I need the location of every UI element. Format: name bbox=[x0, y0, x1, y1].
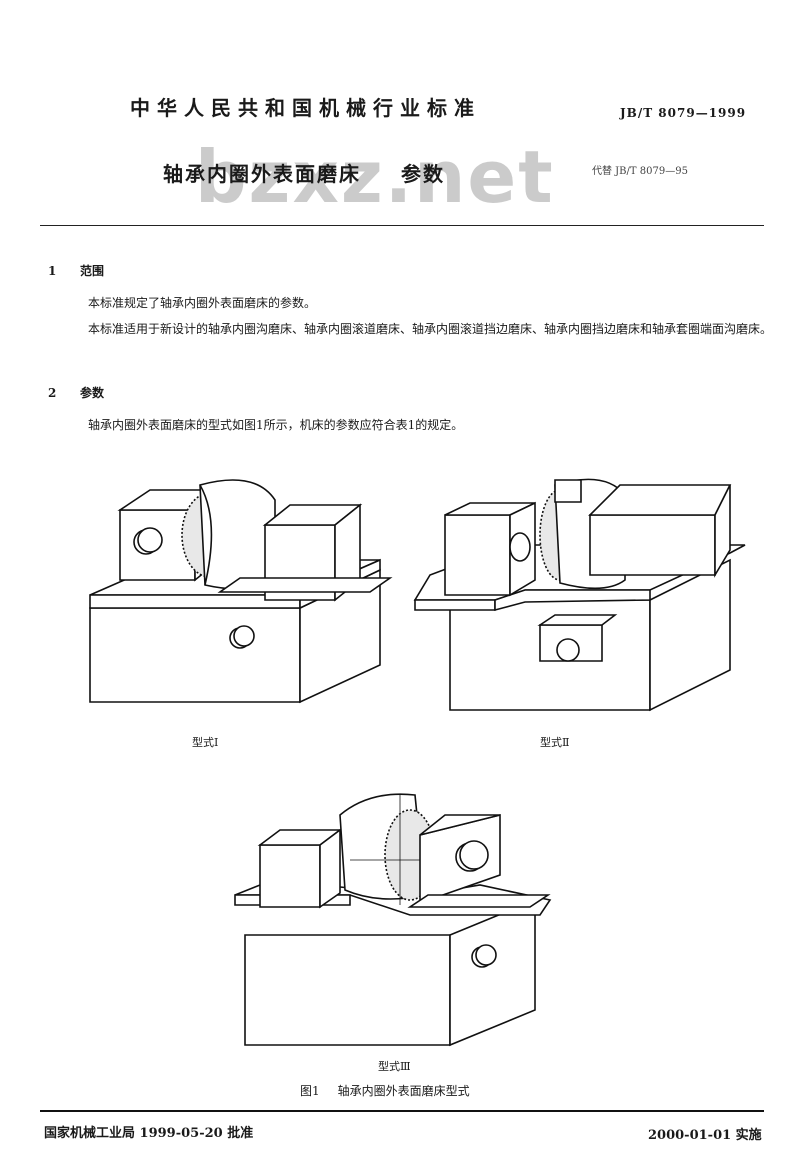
figure-title-text: 轴承内圈外表面磨床型式 bbox=[337, 1084, 470, 1098]
figure-label: 图1 bbox=[300, 1084, 320, 1098]
footer-rule bbox=[40, 1110, 764, 1112]
section-2-heading: 2 参数 bbox=[48, 384, 104, 401]
effective-date: 2000-01-01 实施 bbox=[648, 1128, 762, 1143]
figure-caption-type-1: 型式Ⅰ bbox=[192, 736, 219, 749]
section-2-paragraph-1: 轴承内圈外表面磨床的型式如图1所示，机床的参数应符合表1的规定。 bbox=[88, 418, 464, 432]
section-number: 1 bbox=[48, 264, 57, 278]
section-1-heading: 1 范围 bbox=[48, 262, 104, 279]
document-title: 轴承内圈外表面磨床 参数 bbox=[163, 158, 445, 187]
approval-note: 国家机械工业局 1999-05-20 批准 bbox=[44, 1126, 254, 1141]
section-title: 参数 bbox=[80, 386, 105, 400]
figure-title: 图1 轴承内圈外表面磨床型式 bbox=[300, 1082, 470, 1099]
document-title-sub: 参数 bbox=[401, 162, 445, 186]
machine-drawing-type-1 bbox=[80, 460, 400, 710]
section-title: 范围 bbox=[80, 264, 105, 278]
figure-caption-type-3: 型式Ⅲ bbox=[378, 1060, 411, 1073]
machine-drawing-type-3 bbox=[230, 785, 560, 1050]
section-1-paragraph-2: 本标准适用于新设计的轴承内圈沟磨床、轴承内圈滚道磨床、轴承内圈滚道挡边磨床、轴承… bbox=[88, 322, 773, 336]
section-1-paragraph-1: 本标准规定了轴承内圈外表面磨床的参数。 bbox=[88, 296, 317, 310]
document-title-main: 轴承内圈外表面磨床 bbox=[163, 162, 361, 186]
figure-caption-type-2: 型式Ⅱ bbox=[540, 736, 570, 749]
section-number: 2 bbox=[48, 386, 57, 400]
replaces-note: 代替 JB/T 8079—95 bbox=[592, 166, 688, 177]
standard-title: 中华人民共和国机械行业标准 bbox=[130, 96, 481, 120]
machine-drawing-type-2 bbox=[410, 465, 760, 715]
watermark: bzxz.net bbox=[195, 135, 555, 219]
header-rule bbox=[40, 225, 764, 226]
standard-code: JB/T 8079—1999 bbox=[620, 106, 747, 120]
